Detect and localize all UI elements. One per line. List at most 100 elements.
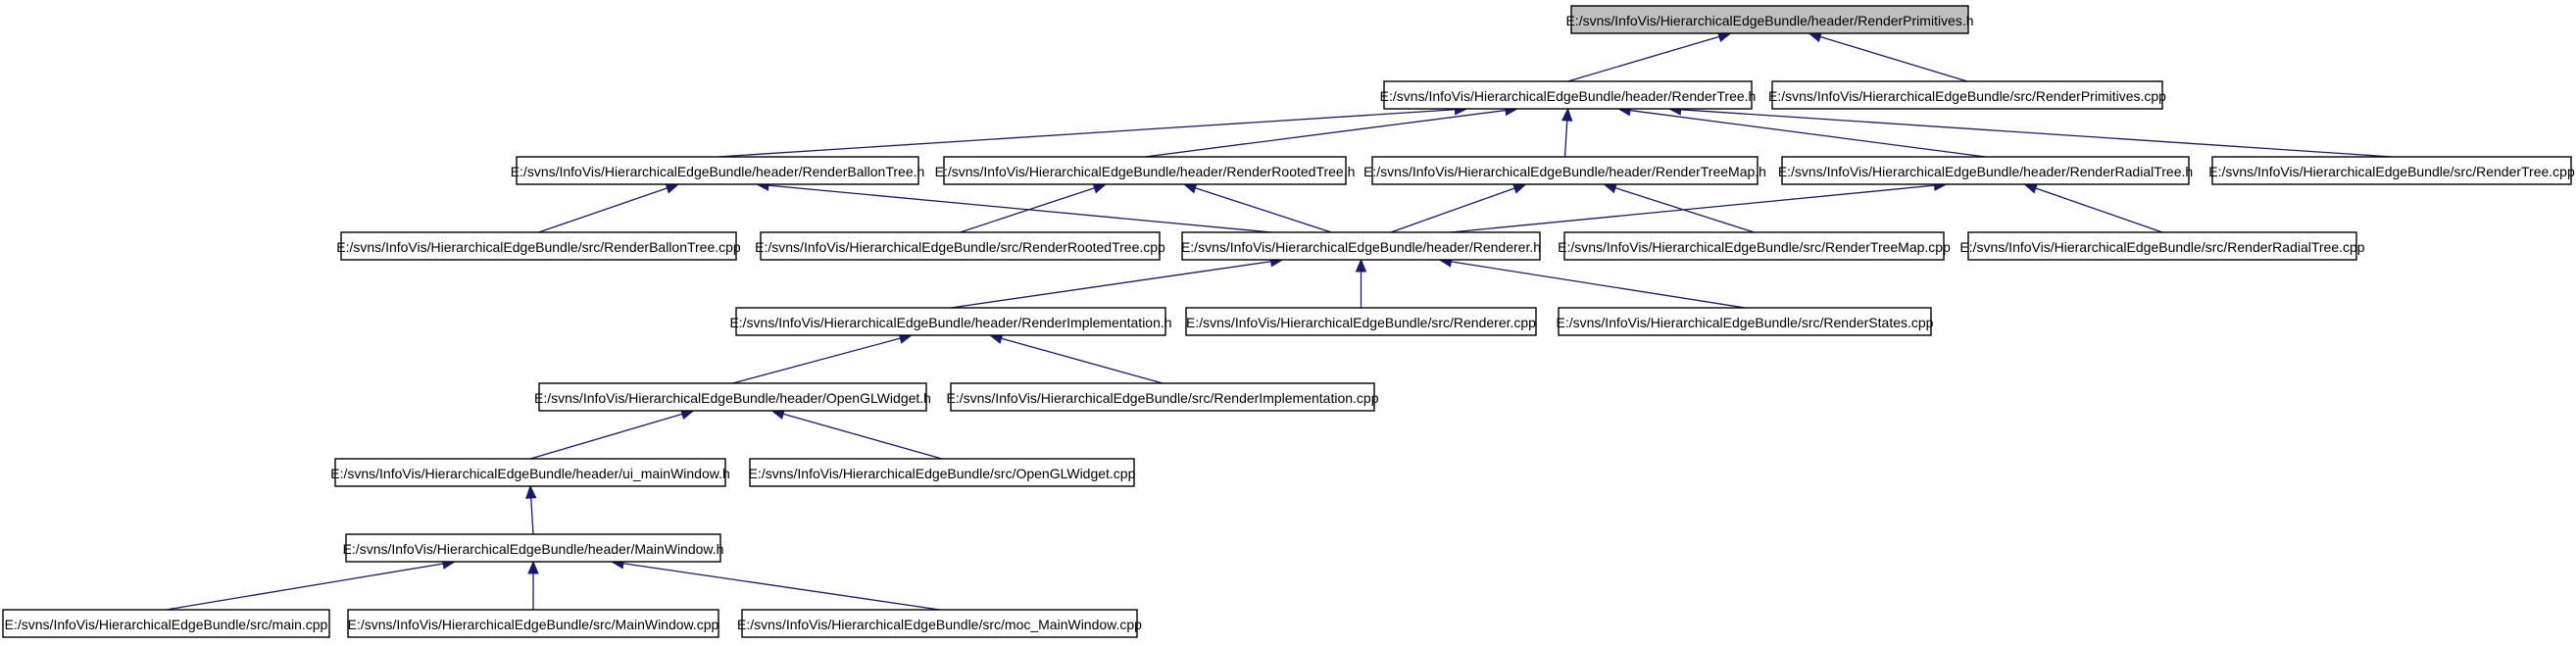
node-moc_mainwindow_cpp[interactable]: E:/svns/InfoVis/HierarchicalEdgeBundle/s… [737, 609, 1142, 638]
edge-mainwindow_h-to-ui_mainwindow_h [525, 484, 537, 535]
edge-rendertreemap_cpp-to-rendertreemap_h [1603, 182, 1755, 233]
node-label: E:/svns/InfoVis/HierarchicalEdgeBundle/s… [336, 239, 741, 255]
edge-main_cpp-to-mainwindow_h [166, 558, 457, 611]
node-box [749, 458, 1135, 487]
node-rendertree_h[interactable]: E:/svns/InfoVis/HierarchicalEdgeBundle/h… [1380, 80, 1757, 110]
edge-renderradialtree_h-to-rendertree_h [1616, 104, 1986, 158]
node-label: E:/svns/InfoVis/HierarchicalEdgeBundle/h… [330, 466, 730, 481]
edge-line [1390, 187, 1515, 233]
node-renderradialtree_cpp[interactable]: E:/svns/InfoVis/HierarchicalEdgeBundle/s… [1959, 231, 2365, 261]
node-box [1181, 231, 1541, 261]
edge-renderballontree_cpp-to-renderballontree_h [538, 182, 680, 233]
node-box [1371, 156, 1759, 185]
edge-line [1001, 337, 1164, 384]
edge-openglwidget_h-to-renderimplementation_h [732, 332, 914, 384]
node-box [347, 609, 719, 638]
node-label: E:/svns/InfoVis/HierarchicalEdgeBundle/h… [534, 390, 931, 406]
edge-renderstates_cpp-to-renderer_h [1438, 256, 1746, 309]
node-renderballontree_cpp[interactable]: E:/svns/InfoVis/HierarchicalEdgeBundle/s… [336, 231, 741, 261]
node-label: E:/svns/InfoVis/HierarchicalEdgeBundle/s… [1557, 315, 1934, 330]
node-main_cpp[interactable]: E:/svns/InfoVis/HierarchicalEdgeBundle/s… [2, 609, 330, 638]
node-rendertreemap_cpp[interactable]: E:/svns/InfoVis/HierarchicalEdgeBundle/s… [1558, 231, 1951, 261]
edge-renderrootedtree_cpp-to-renderrootedtree_h [960, 182, 1108, 233]
node-openglwidget_h[interactable]: E:/svns/InfoVis/HierarchicalEdgeBundle/h… [534, 382, 931, 412]
edge-line [717, 109, 1456, 158]
edge-line [1819, 35, 1968, 82]
edge-line [1563, 120, 1568, 158]
node-renderstates_cpp[interactable]: E:/svns/InfoVis/HierarchicalEdgeBundle/s… [1557, 307, 1934, 336]
node-box [516, 156, 919, 185]
node-label: E:/svns/InfoVis/HierarchicalEdgeBundle/h… [1380, 88, 1757, 104]
edge-line [1195, 187, 1332, 233]
edge-line [768, 184, 1272, 233]
node-label: E:/svns/InfoVis/HierarchicalEdgeBundle/s… [755, 239, 1165, 255]
node-label: E:/svns/InfoVis/HierarchicalEdgeBundle/s… [1186, 315, 1536, 330]
node-label: E:/svns/InfoVis/HierarchicalEdgeBundle/h… [511, 164, 925, 179]
node-label: E:/svns/InfoVis/HierarchicalEdgeBundle/h… [729, 315, 1171, 330]
node-mainwindow_cpp[interactable]: E:/svns/InfoVis/HierarchicalEdgeBundle/s… [347, 609, 719, 638]
node-box [1570, 5, 1969, 34]
edge-line [1567, 35, 1720, 82]
node-label: E:/svns/InfoVis/HierarchicalEdgeBundle/s… [1558, 239, 1951, 255]
node-box [735, 307, 1166, 336]
node-rendertreemap_h[interactable]: E:/svns/InfoVis/HierarchicalEdgeBundle/h… [1363, 156, 1766, 185]
node-label: E:/svns/InfoVis/HierarchicalEdgeBundle/h… [935, 164, 1356, 179]
edge-renderrootedtree_h-to-rendertree_h [1144, 104, 1519, 158]
node-rendertree_cpp[interactable]: E:/svns/InfoVis/HierarchicalEdgeBundle/s… [2208, 156, 2575, 185]
edge-rendertree_cpp-to-rendertree_h [1667, 104, 2393, 158]
edge-moc_mainwindow_cpp-to-mainwindow_h [610, 558, 940, 611]
edge-line [732, 337, 901, 384]
node-label: E:/svns/InfoVis/HierarchicalEdgeBundle/s… [348, 617, 719, 632]
node-label: E:/svns/InfoVis/HierarchicalEdgeBundle/h… [343, 541, 724, 557]
node-box [1383, 80, 1753, 110]
node-renderprimitives_h[interactable]: E:/svns/InfoVis/HierarchicalEdgeBundle/h… [1565, 5, 1974, 34]
arrowhead-icon [525, 484, 537, 499]
arrowhead-icon [1355, 258, 1367, 273]
edge-line [538, 187, 668, 233]
node-renderimplementation_cpp[interactable]: E:/svns/InfoVis/HierarchicalEdgeBundle/s… [947, 382, 1379, 412]
edge-line [782, 413, 943, 460]
node-renderradialtree_h[interactable]: E:/svns/InfoVis/HierarchicalEdgeBundle/h… [1778, 156, 2193, 185]
node-mainwindow_h[interactable]: E:/svns/InfoVis/HierarchicalEdgeBundle/h… [343, 533, 724, 563]
node-box [1771, 80, 2163, 110]
node-label: E:/svns/InfoVis/HierarchicalEdgeBundle/s… [2208, 164, 2575, 179]
node-renderprimitives_cpp[interactable]: E:/svns/InfoVis/HierarchicalEdgeBundle/s… [1768, 80, 2166, 110]
edge-openglwidget_cpp-to-openglwidget_h [770, 408, 943, 460]
edge-mainwindow_cpp-to-mainwindow_h [527, 560, 539, 610]
edge-rendertreemap_h-to-rendertree_h [1560, 107, 1573, 158]
node-renderimplementation_h[interactable]: E:/svns/InfoVis/HierarchicalEdgeBundle/h… [729, 307, 1172, 336]
node-label: E:/svns/InfoVis/HierarchicalEdgeBundle/h… [1565, 13, 1973, 28]
edge-ui_mainwindow_h-to-openglwidget_h [529, 409, 695, 460]
edge-renderballontree_h-to-rendertree_h [717, 104, 1468, 158]
edge-renderimplementation_h-to-renderer_h [950, 256, 1284, 309]
edge-line [1144, 109, 1507, 158]
node-box [1185, 307, 1537, 336]
node-box [1967, 231, 2357, 261]
node-openglwidget_cpp[interactable]: E:/svns/InfoVis/HierarchicalEdgeBundle/s… [749, 458, 1136, 487]
node-label: E:/svns/InfoVis/HierarchicalEdgeBundle/s… [947, 390, 1379, 406]
edge-renderimplementation_cpp-to-renderimplementation_h [988, 332, 1164, 384]
nodes-layer: E:/svns/InfoVis/HierarchicalEdgeBundle/h… [2, 5, 2575, 638]
node-renderrootedtree_cpp[interactable]: E:/svns/InfoVis/HierarchicalEdgeBundle/s… [755, 231, 1165, 261]
node-label: E:/svns/InfoVis/HierarchicalEdgeBundle/s… [749, 466, 1136, 481]
node-label: E:/svns/InfoVis/HierarchicalEdgeBundle/s… [1768, 88, 2166, 104]
node-renderrootedtree_h[interactable]: E:/svns/InfoVis/HierarchicalEdgeBundle/h… [935, 156, 1356, 185]
node-box [760, 231, 1161, 261]
edge-line [960, 187, 1095, 233]
edge-renderer_h-to-rendertreemap_h [1390, 182, 1527, 233]
node-box [741, 609, 1138, 638]
node-box [2211, 156, 2572, 185]
edge-renderer_h-to-renderradialtree_h [1450, 179, 1948, 233]
node-renderer_cpp[interactable]: E:/svns/InfoVis/HierarchicalEdgeBundle/s… [1185, 307, 1537, 336]
edge-line [530, 497, 534, 535]
node-renderer_h[interactable]: E:/svns/InfoVis/HierarchicalEdgeBundle/h… [1181, 231, 1541, 261]
edge-line [2035, 187, 2163, 233]
node-box [1563, 231, 1945, 261]
edge-line [622, 563, 940, 611]
node-box [950, 382, 1375, 412]
edge-line [166, 563, 444, 611]
node-ui_mainwindow_h[interactable]: E:/svns/InfoVis/HierarchicalEdgeBundle/h… [330, 458, 730, 487]
node-renderballontree_h[interactable]: E:/svns/InfoVis/HierarchicalEdgeBundle/h… [511, 156, 925, 185]
edge-line [1451, 261, 1746, 309]
edge-renderer_h-to-renderrootedtree_h [1182, 182, 1332, 233]
